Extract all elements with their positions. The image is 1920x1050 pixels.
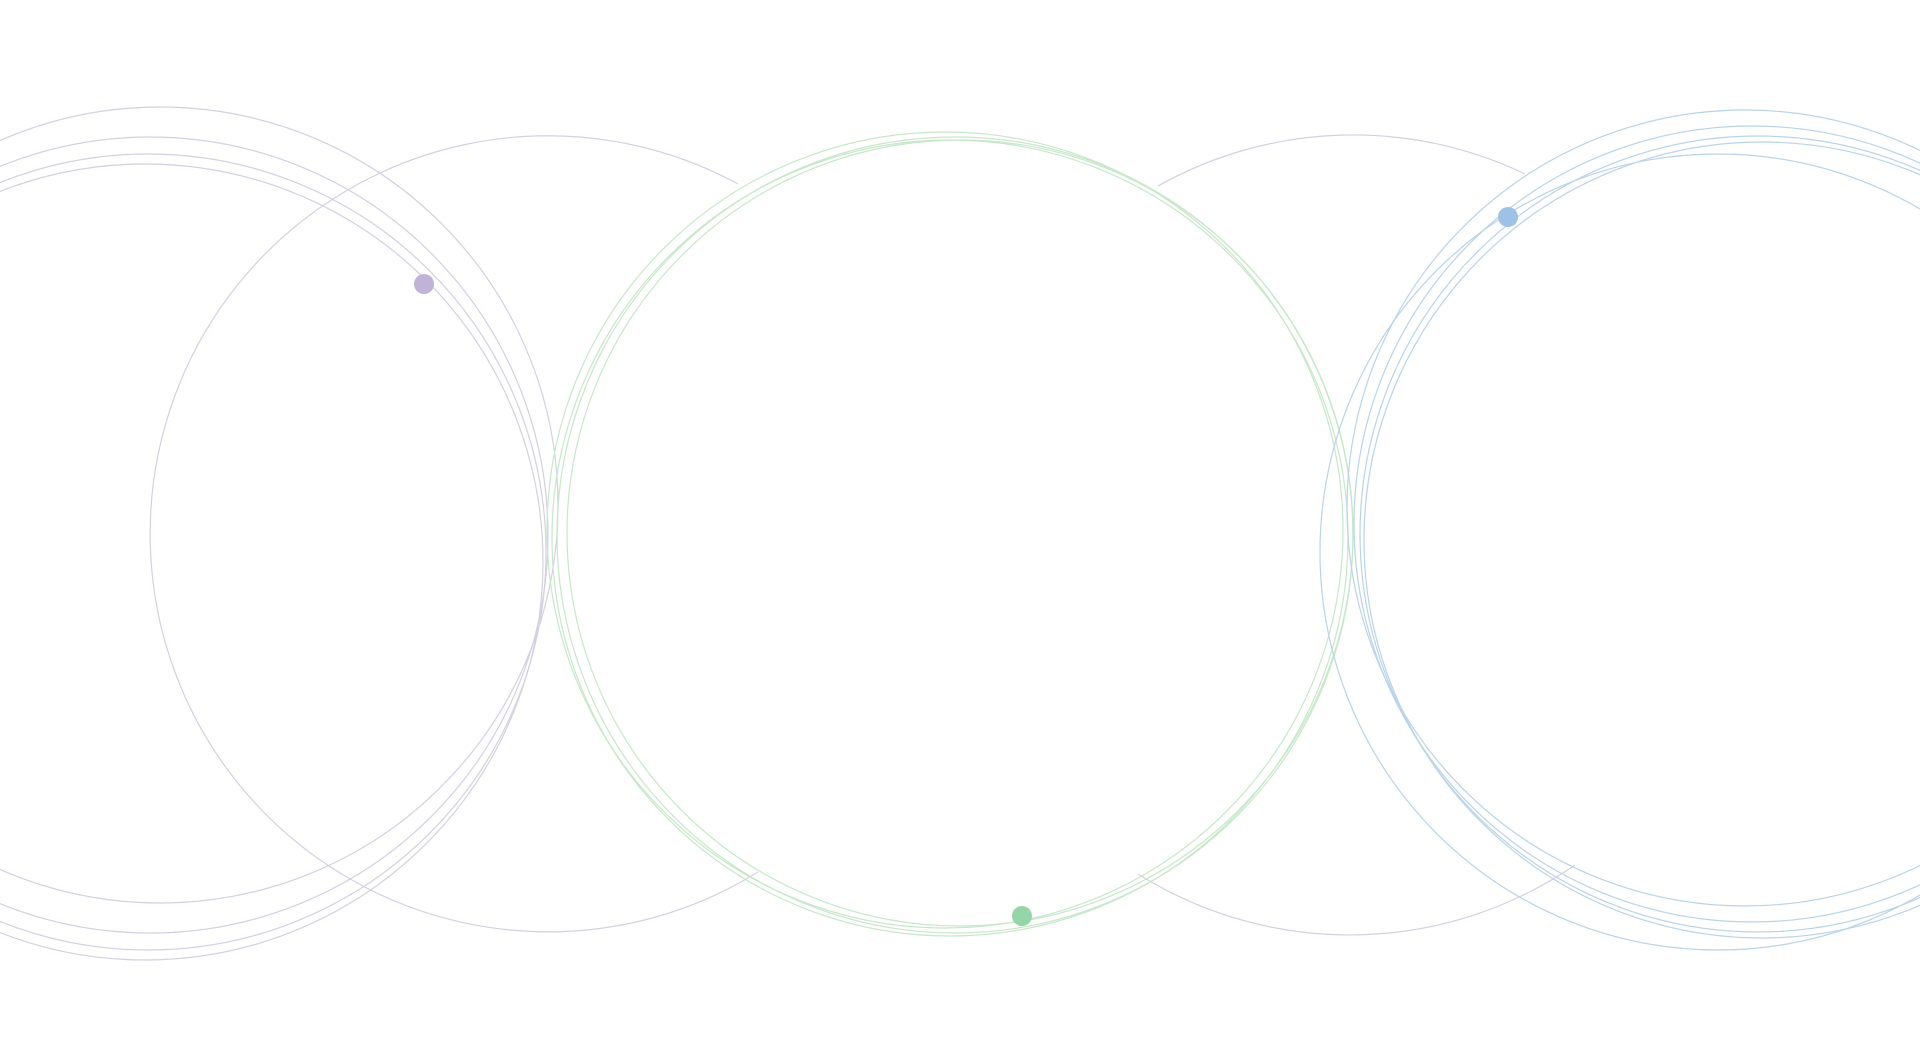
center-green-ring-cluster [546, 131, 1354, 937]
left-purple-ring-cluster [0, 106, 559, 961]
ring [0, 153, 547, 951]
green-dot [1012, 906, 1032, 926]
ring [1363, 141, 1920, 939]
middle-left-purple-ring [149, 135, 759, 933]
ring-arc [1157, 134, 1526, 187]
purple-dot [414, 274, 434, 294]
ring [0, 163, 544, 961]
ring [546, 131, 1344, 929]
blue-dot [1498, 207, 1518, 227]
ring [1319, 153, 1920, 951]
ring-arc [1137, 864, 1576, 936]
ring [1353, 125, 1920, 923]
ring [1359, 135, 1920, 933]
ring [0, 136, 549, 934]
ring [1346, 109, 1920, 907]
ring-arc [149, 135, 759, 933]
middle-right-purple-ring [1137, 134, 1576, 936]
ring [566, 139, 1354, 927]
right-blue-ring-cluster [1319, 109, 1920, 951]
